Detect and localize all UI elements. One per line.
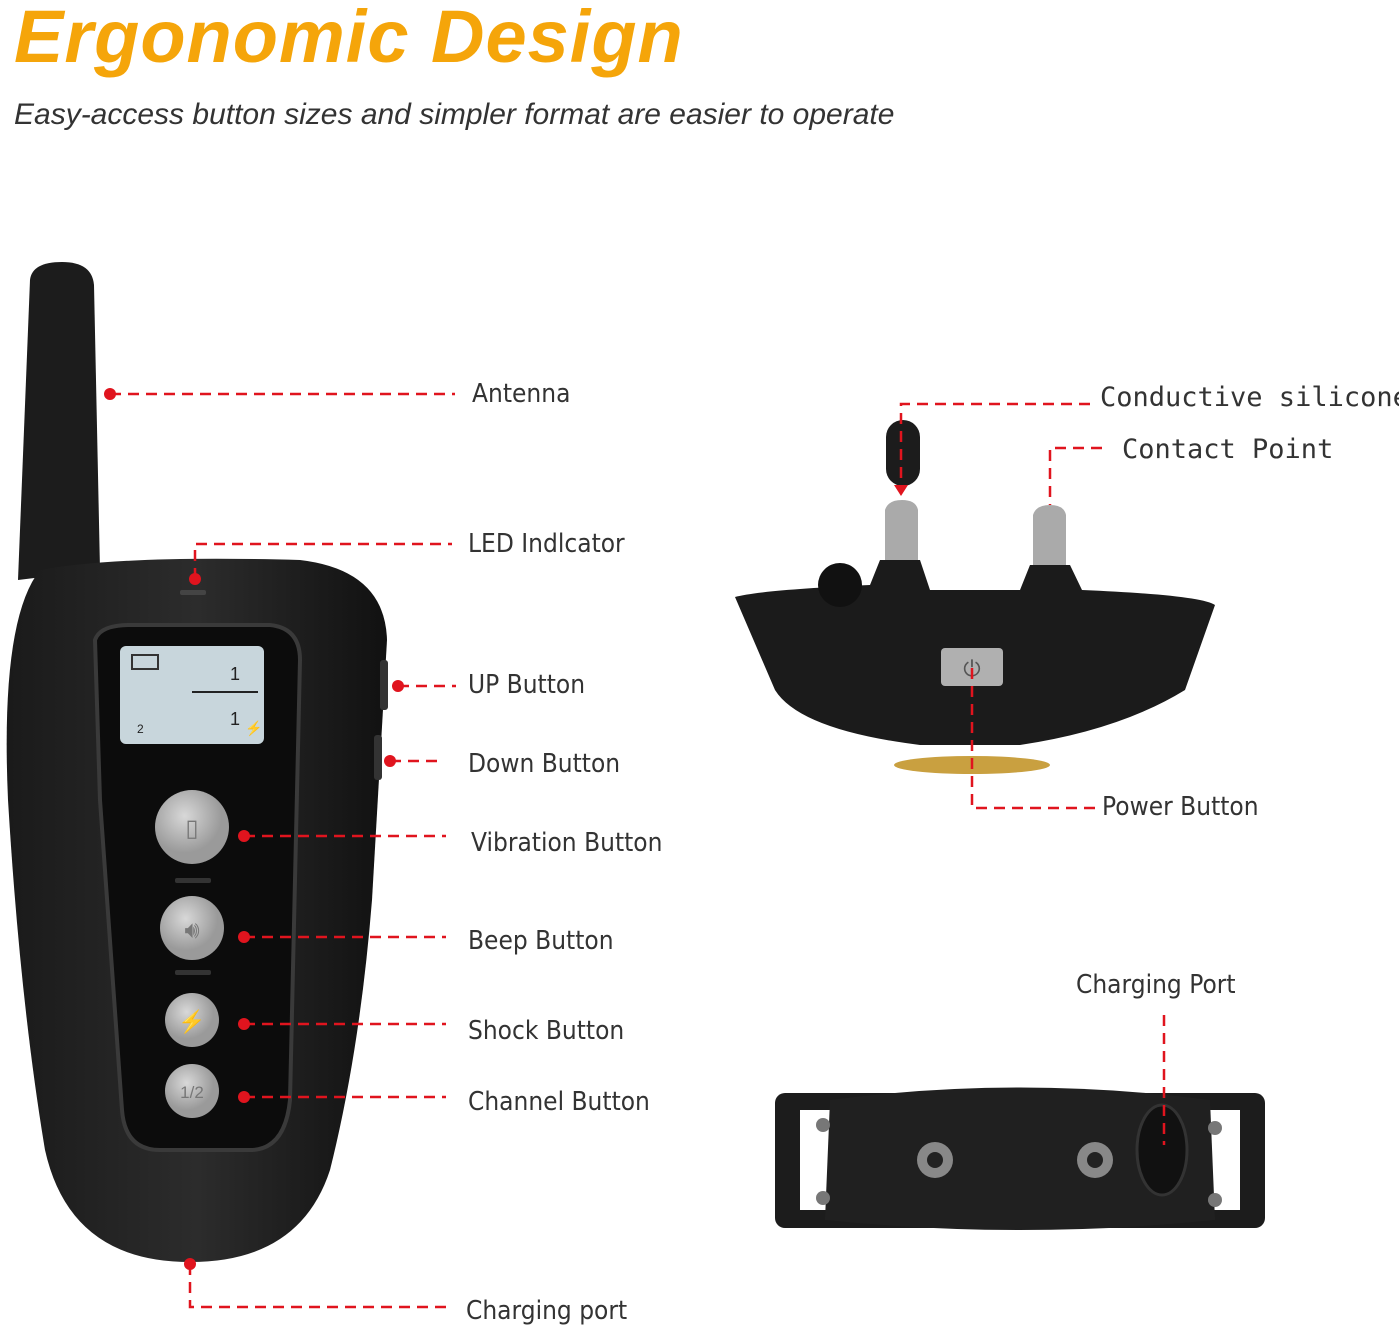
label-power-button: Power Button [1102,792,1259,822]
label-up-button: UP Button [468,670,586,700]
power-button [941,648,1003,686]
antenna [18,262,100,580]
svg-text:⚡: ⚡ [178,1009,205,1035]
label-antenna: Antenna [472,379,571,409]
svg-text:⚡: ⚡ [245,720,262,737]
svg-text:1/2: 1/2 [180,1083,204,1102]
beep-button [160,896,224,960]
label-collar-charging-port: Charging Port [1076,970,1236,1000]
svg-text:1: 1 [230,709,240,729]
label-vibration-button: Vibration Button [471,828,663,858]
remote-transmitter: 1 1 2 ⚡ ▯ 🔊︎ ⚡ 1/2 [6,262,388,1262]
lcd-screen [120,646,264,744]
label-conductive-silicone: Conductive silicone [1100,382,1399,413]
svg-text:1: 1 [230,664,240,684]
page-title: Ergonomic Design [14,0,684,78]
silicone-cap [886,420,920,486]
vibration-button [155,790,229,864]
collar-receiver: ⏻ [735,420,1215,774]
channel-button [165,1064,219,1118]
label-charging-port: Charging port [466,1296,628,1326]
shock-button [165,993,219,1047]
svg-text:▯: ▯ [185,815,198,842]
svg-text:🔊︎: 🔊︎ [184,917,199,944]
label-channel-button: Channel Button [468,1087,650,1117]
label-shock-button: Shock Button [468,1016,625,1046]
callout-dots [104,388,908,1270]
label-beep-button: Beep Button [468,926,614,956]
collar-receiver-bottom [775,1087,1265,1230]
page-subtitle: Easy-access button sizes and simpler for… [14,98,895,131]
battery-icon [131,654,159,670]
label-contact-point: Contact Point [1122,434,1334,465]
charging-port-cover [1135,1103,1189,1197]
label-down-button: Down Button [468,749,621,779]
label-led-indicator: LED Indlcator [468,529,625,559]
callout-lines [110,392,1166,1309]
lcd-channel: 2 [137,722,144,736]
